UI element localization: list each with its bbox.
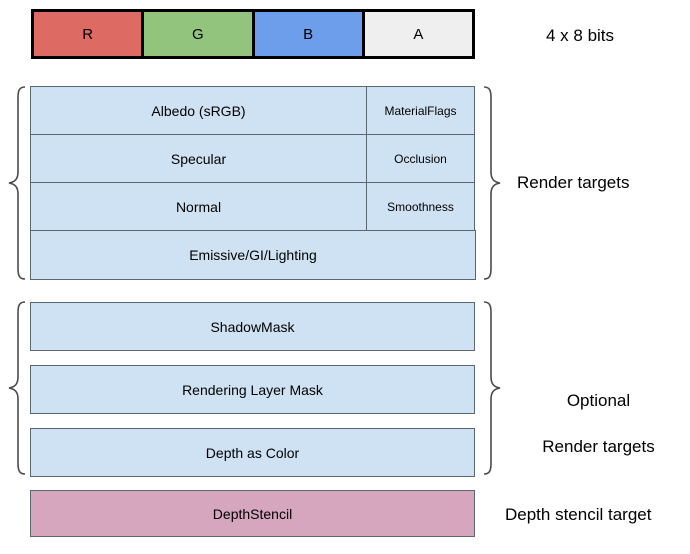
rgba-channel-strip: R G B A: [31, 9, 475, 59]
optional-render-target-shadowmask: ShadowMask: [30, 302, 475, 351]
render-target-main-albedo: Albedo (sRGB): [30, 86, 367, 136]
depth-stencil-side-label: Depth stencil target: [505, 505, 652, 524]
optional-render-targets-side-label: Optional Render targets: [511, 366, 686, 481]
render-target-aux-materialflags: MaterialFlags: [366, 86, 475, 136]
optional-render-target-rendering-layer-mask: Rendering Layer Mask: [30, 365, 475, 414]
render-targets-grid: Albedo (sRGB) MaterialFlags Specular Occ…: [30, 86, 476, 280]
optional-render-targets-side-label-line1: Optional: [566, 391, 631, 410]
render-target-row: Specular Occlusion: [30, 134, 475, 184]
optional-render-target-depth-as-color: Depth as Color: [30, 428, 475, 477]
render-targets-side-label: Render targets: [517, 173, 630, 192]
channel-cell-a: A: [364, 12, 472, 56]
channel-cell-r: R: [34, 12, 145, 56]
render-target-row: Normal Smoothness: [30, 182, 475, 232]
render-target-main-normal: Normal: [30, 182, 367, 232]
render-targets-left-brace: [8, 86, 26, 280]
render-target-aux-occlusion: Occlusion: [366, 134, 475, 184]
channel-cell-b: B: [254, 12, 365, 56]
optional-render-targets-left-brace: [8, 301, 26, 475]
render-target-full-emissive: Emissive/GI/Lighting: [30, 230, 476, 280]
channel-cell-g: G: [144, 12, 255, 56]
render-target-row: Albedo (sRGB) MaterialFlags: [30, 86, 475, 136]
optional-render-targets-right-brace: [483, 301, 501, 475]
depth-stencil-box: DepthStencil: [30, 490, 475, 537]
render-targets-right-brace: [483, 86, 501, 280]
render-target-aux-smoothness: Smoothness: [366, 182, 475, 232]
render-target-row: Emissive/GI/Lighting: [30, 230, 476, 280]
render-target-main-specular: Specular: [30, 134, 367, 184]
channel-strip-side-label: 4 x 8 bits: [546, 26, 615, 45]
optional-render-targets-side-label-line2: Render targets: [542, 437, 655, 456]
